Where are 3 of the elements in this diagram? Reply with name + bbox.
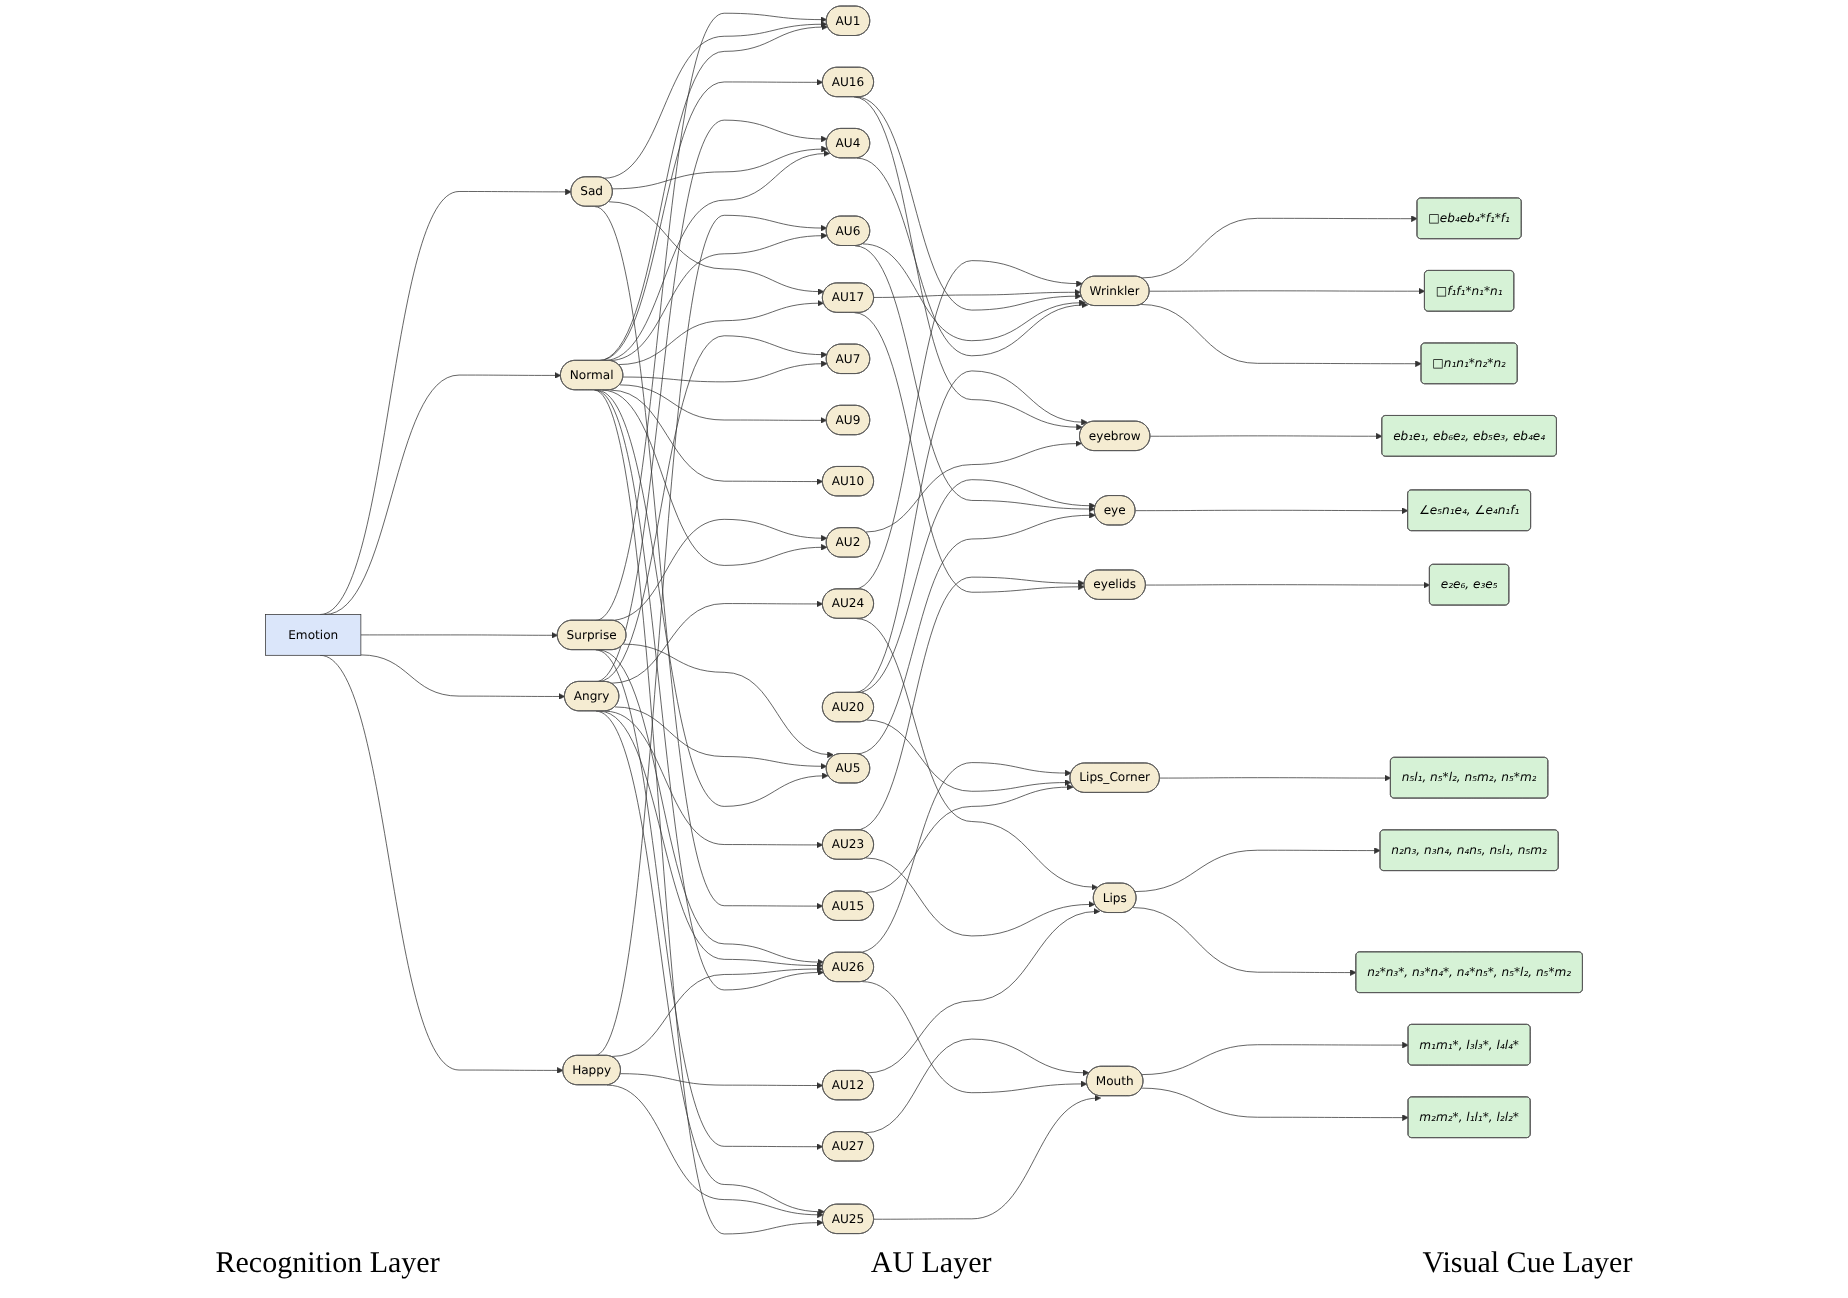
layer-label: Visual Cue Layer [1422,1248,1633,1282]
layer-label: AU Layer [870,1248,992,1282]
layer-label: Recognition Layer [215,1248,440,1282]
